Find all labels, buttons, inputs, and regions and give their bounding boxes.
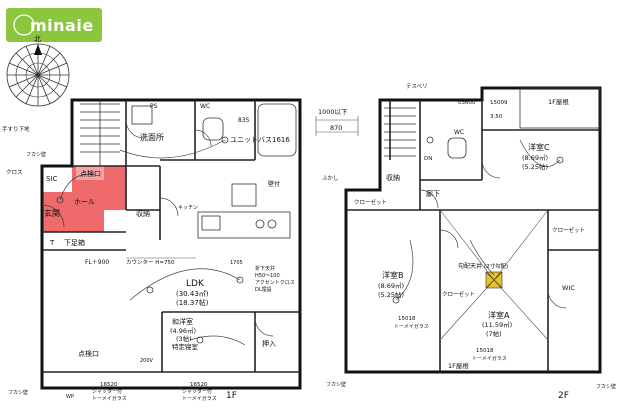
fl900-label: FL＋900: [85, 259, 109, 266]
floor-2-plan: 1000以下 870 テスベリ 03600 15009 1F屋根 3.50 DN…: [315, 83, 616, 401]
toilet-icon: [202, 117, 224, 141]
win-15018: 15018: [398, 316, 416, 322]
stove-burner-icon: [267, 219, 277, 229]
wc-2f-label: WC: [454, 129, 464, 136]
hall-highlight-2: [104, 166, 126, 210]
glass-2: トーメイガラス: [182, 395, 217, 402]
washbasin-icon: [131, 105, 153, 125]
entrance-label: 玄関: [44, 208, 60, 218]
glass-4: トーメイガラス: [472, 355, 507, 362]
floor-1-label: 1F: [226, 391, 237, 401]
flag-wall-label: フカシ壁: [26, 151, 46, 158]
counter-label: カウンター H=750: [126, 258, 175, 266]
washitsu-label: 和洋室: [172, 317, 193, 326]
room-c-label: 洋室C: [528, 142, 550, 152]
sink-icon: [201, 215, 221, 231]
room-c-area: (8.69㎡): [522, 153, 548, 162]
toilet-icon-2f: [447, 137, 467, 159]
flag-wall-3: フカシ壁: [326, 381, 346, 388]
closet-2-label: クローゼット: [552, 226, 585, 234]
stairs-2f: [384, 107, 416, 157]
wc-label: WC: [200, 103, 210, 110]
note-ceiling: 折下天井: [255, 265, 275, 272]
t-mark: T: [49, 239, 55, 247]
stairs-1f: [80, 100, 120, 166]
shutter-1: シャッター付: [92, 388, 122, 395]
inspect-label: 点検口: [80, 169, 101, 178]
room-b-label: 洋室B: [382, 270, 404, 280]
cross-label: クロス: [6, 169, 23, 176]
flag-wall-label-2: フカシ壁: [8, 389, 28, 396]
bath-label: ユニットバス1616: [230, 136, 290, 144]
stove-burner-icon: [255, 219, 265, 229]
compass-icon: 北: [6, 35, 70, 107]
v200-label: 200V: [140, 358, 154, 364]
shutter-2: シャッター付: [182, 388, 212, 395]
storage-2f-label: 収納: [386, 173, 400, 182]
sc-label: ふかし: [322, 175, 339, 182]
win-15009: 15009: [490, 100, 508, 106]
washitsu-note: 特定寝室: [172, 342, 199, 351]
floor-1-plan: SIC 点検口 玄関 ホール T 下足箱 洗面所 PS WC 835 ユニットバ…: [2, 98, 302, 402]
room-a-label: 洋室A: [488, 310, 510, 320]
minaie-logo: minaie: [6, 8, 102, 42]
inspect-highlight: [76, 166, 104, 180]
roof-note: 1F屋根: [548, 97, 569, 106]
bathtub-icon: [257, 103, 297, 157]
room-b-area: (8.69㎡): [378, 281, 404, 290]
ps-label: PS: [150, 103, 158, 110]
sensor-label: 3.50: [490, 114, 503, 120]
glass-1: トーメイガラス: [92, 395, 127, 402]
ldk-tatami: (18.37帖): [176, 298, 209, 307]
room-c-tatami: (5.25帖): [522, 162, 548, 171]
roof-1f-area: [519, 87, 601, 129]
flag-wall-4: フカシ壁: [596, 383, 616, 390]
washitsu-tatami: (3帖): [176, 334, 192, 343]
window-2: 16520: [190, 382, 208, 388]
kitchen-counter-icon: [197, 211, 291, 239]
room-a-tatami: (7帖): [486, 329, 502, 338]
num-835: 835: [238, 117, 250, 124]
skylight-note: (2寸勾配): [484, 262, 508, 270]
compass-north-label: 北: [34, 35, 41, 43]
glass-3: トーメイガラス: [394, 323, 429, 330]
dim-1000: 1000以下: [318, 108, 348, 116]
room-b-tatami: (5.25帖): [378, 290, 404, 299]
window-1: 16520: [100, 382, 118, 388]
sic-label: SIC: [46, 175, 58, 183]
washitsu-area: (4.96㎡): [170, 326, 196, 335]
roof-note-2: 1F屋根: [448, 361, 469, 370]
washitsu-store-label: 押入: [262, 339, 276, 348]
wic-label: WIC: [562, 284, 575, 292]
win-15018b: 15018: [476, 348, 494, 354]
note-accent: アクセントクロス: [255, 280, 295, 286]
ldk-area: (30.43㎡): [176, 290, 209, 298]
tab-sign-label: テスベリ: [406, 83, 428, 90]
inspect-label-2: 点検口: [78, 349, 99, 358]
ldk-label: LDK: [186, 279, 205, 289]
handrail-label: 手すり下地: [2, 125, 30, 133]
dn-label: DN: [424, 156, 432, 162]
logo-text: minaie: [30, 16, 94, 35]
win-03600: 03600: [458, 100, 476, 106]
fridge-icon: [231, 183, 257, 207]
hall-2f-label: 廊下: [426, 189, 440, 198]
wp-label: WP: [66, 394, 74, 400]
closet-1-label: クローゼット: [354, 198, 387, 206]
note-h: H50～100: [255, 273, 280, 279]
storage-under-label: 下足箱: [64, 238, 85, 247]
num-1705: 1705: [230, 260, 243, 266]
floor-2-label: 2F: [558, 391, 569, 401]
kitchen-store-label: 収納: [136, 209, 150, 218]
skylight-label: 勾配天井: [458, 262, 482, 270]
closet-3-label: クローゼット: [442, 290, 475, 298]
dim-870: 870: [330, 124, 342, 132]
hall-label: ホール: [74, 198, 95, 206]
note-dl: DL埋設: [255, 286, 272, 293]
stove-note: 壁付: [268, 180, 280, 188]
washroom-label: 洗面所: [140, 132, 164, 142]
room-a-area: (11.59㎡): [482, 320, 512, 329]
kitchen-label: キッチン: [178, 205, 198, 211]
